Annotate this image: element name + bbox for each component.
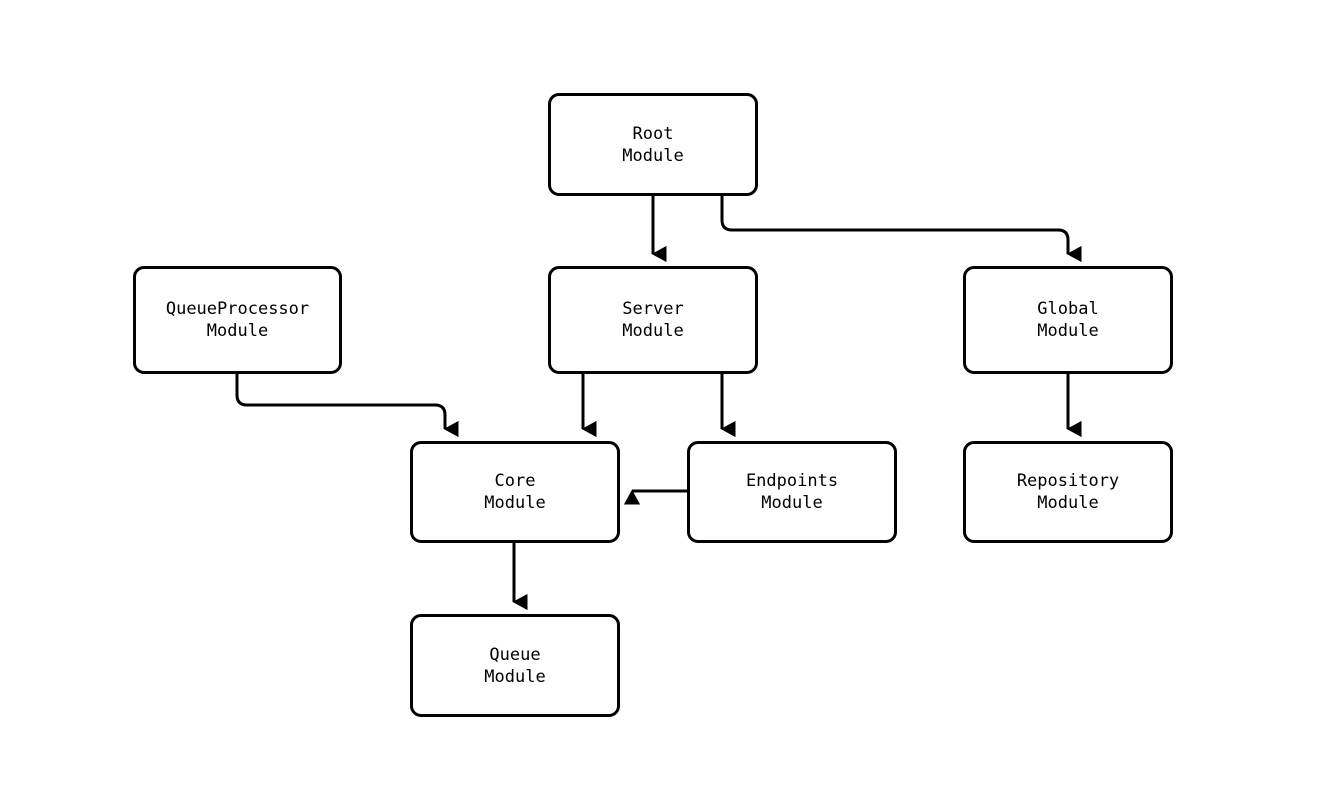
edge-queueprocessor-to-core	[235, 374, 459, 438]
node-global[interactable]: Global Module	[963, 266, 1173, 374]
node-server[interactable]: Server Module	[548, 266, 758, 374]
node-label-repository: Repository Module	[1016, 471, 1120, 513]
node-core[interactable]: Core Module	[410, 441, 620, 543]
node-endpoints[interactable]: Endpoints Module	[687, 441, 897, 543]
node-queueprocessor[interactable]: QueueProcessor Module	[133, 266, 342, 374]
node-label-global: Global Module	[1037, 299, 1099, 341]
node-root[interactable]: Root Module	[548, 93, 758, 196]
node-label-root: Root Module	[622, 123, 684, 166]
node-label-server: Server Module	[622, 299, 684, 341]
edge-root-to-global	[720, 196, 1082, 263]
node-repository[interactable]: Repository Module	[963, 441, 1173, 543]
node-queue[interactable]: Queue Module	[410, 614, 620, 717]
node-label-queueprocessor: QueueProcessor Module	[165, 299, 310, 341]
node-label-queue: Queue Module	[484, 644, 546, 687]
node-label-core: Core Module	[484, 471, 546, 513]
node-label-endpoints: Endpoints Module	[745, 471, 839, 513]
